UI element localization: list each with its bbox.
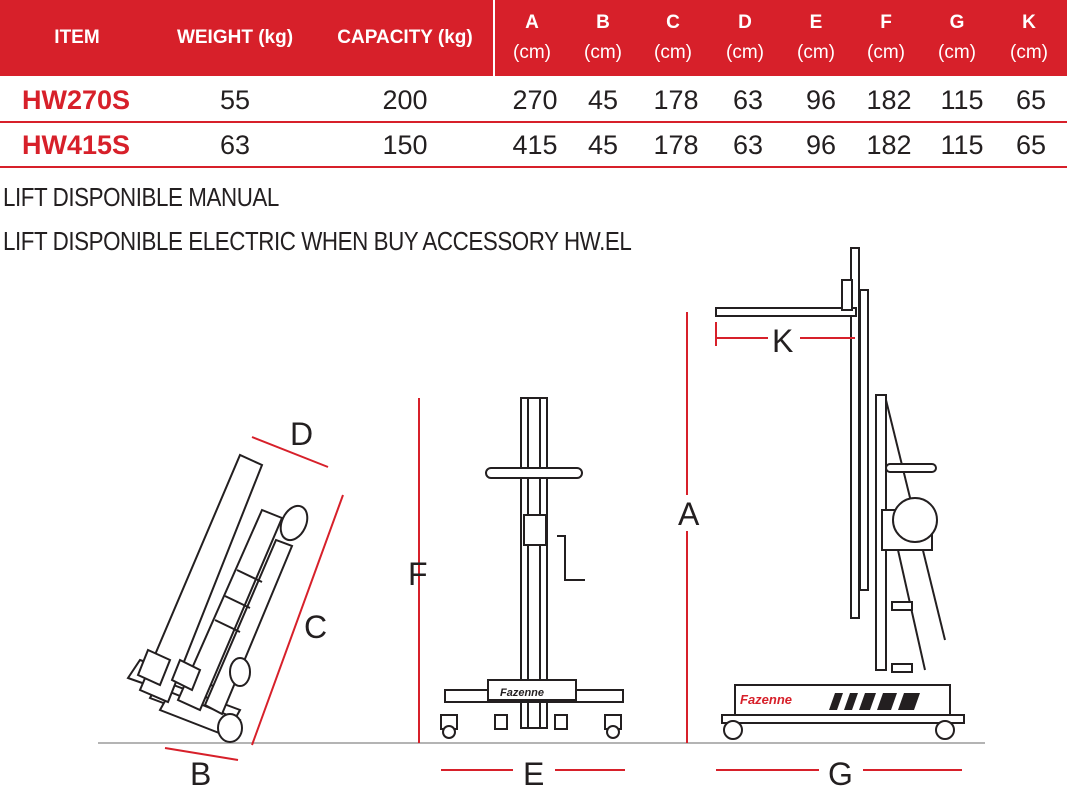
row-dim-a: 270 [512,84,558,115]
header-dim-unit: (cm) [654,42,692,63]
lift-front-view: Fazenne [440,397,624,739]
row-capacity: 150 [382,129,428,160]
row-weight: 55 [219,84,251,115]
dim-label-k-bg [768,322,800,356]
header-dim-letter: A [525,12,539,33]
row-divider [0,121,1067,123]
header-dim-f: F (cm) [856,0,916,76]
header-dim-d: D (cm) [715,0,775,76]
header-dim-unit: (cm) [584,42,622,63]
header-dim-letter: E [809,12,823,33]
lift-folded-view [126,453,309,743]
table-row: HW270S 55 200 270 45 178 63 96 182 115 6… [0,78,1067,122]
lift-side-view: Fazenne [715,247,965,740]
header-dim-letter: K [1022,12,1036,33]
row-dim-c: 178 [653,129,699,160]
dim-line-d [251,436,329,468]
dim-label-g-bg [819,755,863,785]
dim-label-c: C [304,609,327,645]
lift-dimension-drawing: D C B Fazenne F E [98,247,985,792]
header-dim-unit: (cm) [726,42,764,63]
row-dim-a: 415 [512,129,558,160]
header-dim-letter: B [596,12,610,33]
brand-logo-front: Fazenne [500,687,544,699]
header-dim-letter: C [666,12,680,33]
row-dim-d: 63 [732,84,764,115]
note-manual: LIFT DISPONIBLE MANUAL [3,182,279,212]
row-dim-g: 115 [940,84,984,115]
row-dim-d: 63 [732,129,764,160]
header-dim-e: E (cm) [786,0,846,76]
dim-label-f: F [408,556,428,592]
row-dim-b: 45 [587,129,619,160]
row-dim-c: 178 [653,84,699,115]
dim-label-e-bg [513,755,555,785]
header-dim-letter: F [880,12,892,33]
row-capacity: 200 [382,84,428,115]
row-dim-e: 96 [805,129,837,160]
row-item: HW415S [22,129,131,160]
row-dim-g: 115 [940,129,984,160]
dim-label-k: K [772,323,793,359]
header-dim-b: B (cm) [573,0,633,76]
header-dim-unit: (cm) [867,42,905,63]
header-divider [493,0,495,76]
row-dim-b: 45 [587,84,619,115]
header-dim-a: A (cm) [502,0,562,76]
header-capacity: CAPACITY (kg) [337,27,473,48]
dim-label-a: A [678,496,700,532]
brand-logo-side: Fazenne [740,692,792,707]
header-dim-g: G (cm) [927,0,987,76]
row-divider [0,166,1067,168]
row-dim-f: 182 [866,84,912,115]
row-weight: 63 [219,129,251,160]
header-dim-letter: D [738,12,752,33]
row-dim-f: 182 [866,129,912,160]
row-dim-e: 96 [805,84,837,115]
dim-label-b: B [190,756,211,792]
table-row: HW415S 63 150 415 45 178 63 96 182 115 6… [0,123,1067,167]
row-item: HW270S [22,84,131,115]
dim-label-d: D [290,416,313,452]
header-dim-letter: G [949,12,965,33]
header-weight: WEIGHT (kg) [176,27,294,48]
row-dim-k: 65 [1015,84,1047,115]
header-dim-unit: (cm) [1010,42,1048,63]
header-dim-k: K (cm) [998,0,1060,76]
header-dim-unit: (cm) [797,42,835,63]
stripe-decal [829,693,920,710]
header-dim-unit: (cm) [513,42,551,63]
dim-label-a-bg [675,495,701,531]
header-item: ITEM [54,27,100,48]
header-dim-c: C (cm) [643,0,703,76]
dim-label-g: G [828,756,853,792]
dim-line-b [164,747,239,761]
dim-line-c [251,494,344,746]
row-dim-k: 65 [1015,129,1047,160]
note-electric: LIFT DISPONIBLE ELECTRIC WHEN BUY ACCESS… [3,226,632,256]
header-dim-unit: (cm) [938,42,976,63]
dim-label-e: E [523,756,544,792]
table-header: ITEM WEIGHT (kg) CAPACITY (kg) A (cm) B … [0,0,1067,76]
